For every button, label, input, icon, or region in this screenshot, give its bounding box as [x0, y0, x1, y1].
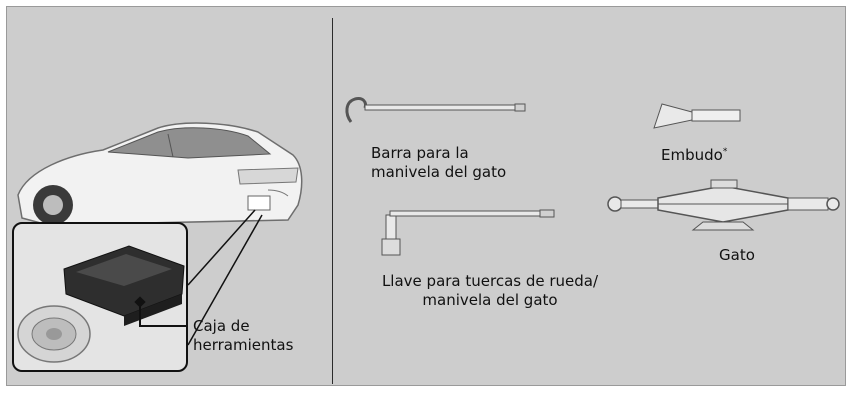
toolbox-label: Caja de herramientas [193, 317, 293, 355]
lug-wrench-drawing [381, 209, 555, 256]
trunk-inset [12, 222, 188, 372]
lug-wrench-label-line1: Llave para tuercas de rueda/ [381, 272, 599, 290]
lug-wrench-label-line2: manivela del gato [422, 291, 558, 309]
toolbox-label-line1: Caja de [193, 317, 250, 335]
jack-handle-bar-label: Barra para la manivela del gato [371, 144, 506, 182]
jack-label-text: Gato [719, 246, 755, 264]
jack-handle-bar-label-line2: manivela del gato [371, 163, 507, 181]
lug-wrench-label: Llave para tuercas de rueda/ manivela de… [340, 272, 640, 310]
funnel-label-text: Embudo [661, 146, 723, 164]
panel-divider [332, 18, 333, 384]
jack-handle-bar-label-line1: Barra para la [371, 144, 469, 162]
car-illustration [17, 122, 303, 226]
jack-label: Gato [719, 246, 755, 265]
funnel-drawing [653, 103, 741, 129]
toolbox-label-line2: herramientas [193, 336, 294, 354]
funnel-asterisk: * [722, 147, 728, 157]
jack-handle-bar-drawing [345, 97, 526, 123]
funnel-label: Embudo* [661, 143, 727, 165]
jack-drawing [607, 179, 840, 231]
